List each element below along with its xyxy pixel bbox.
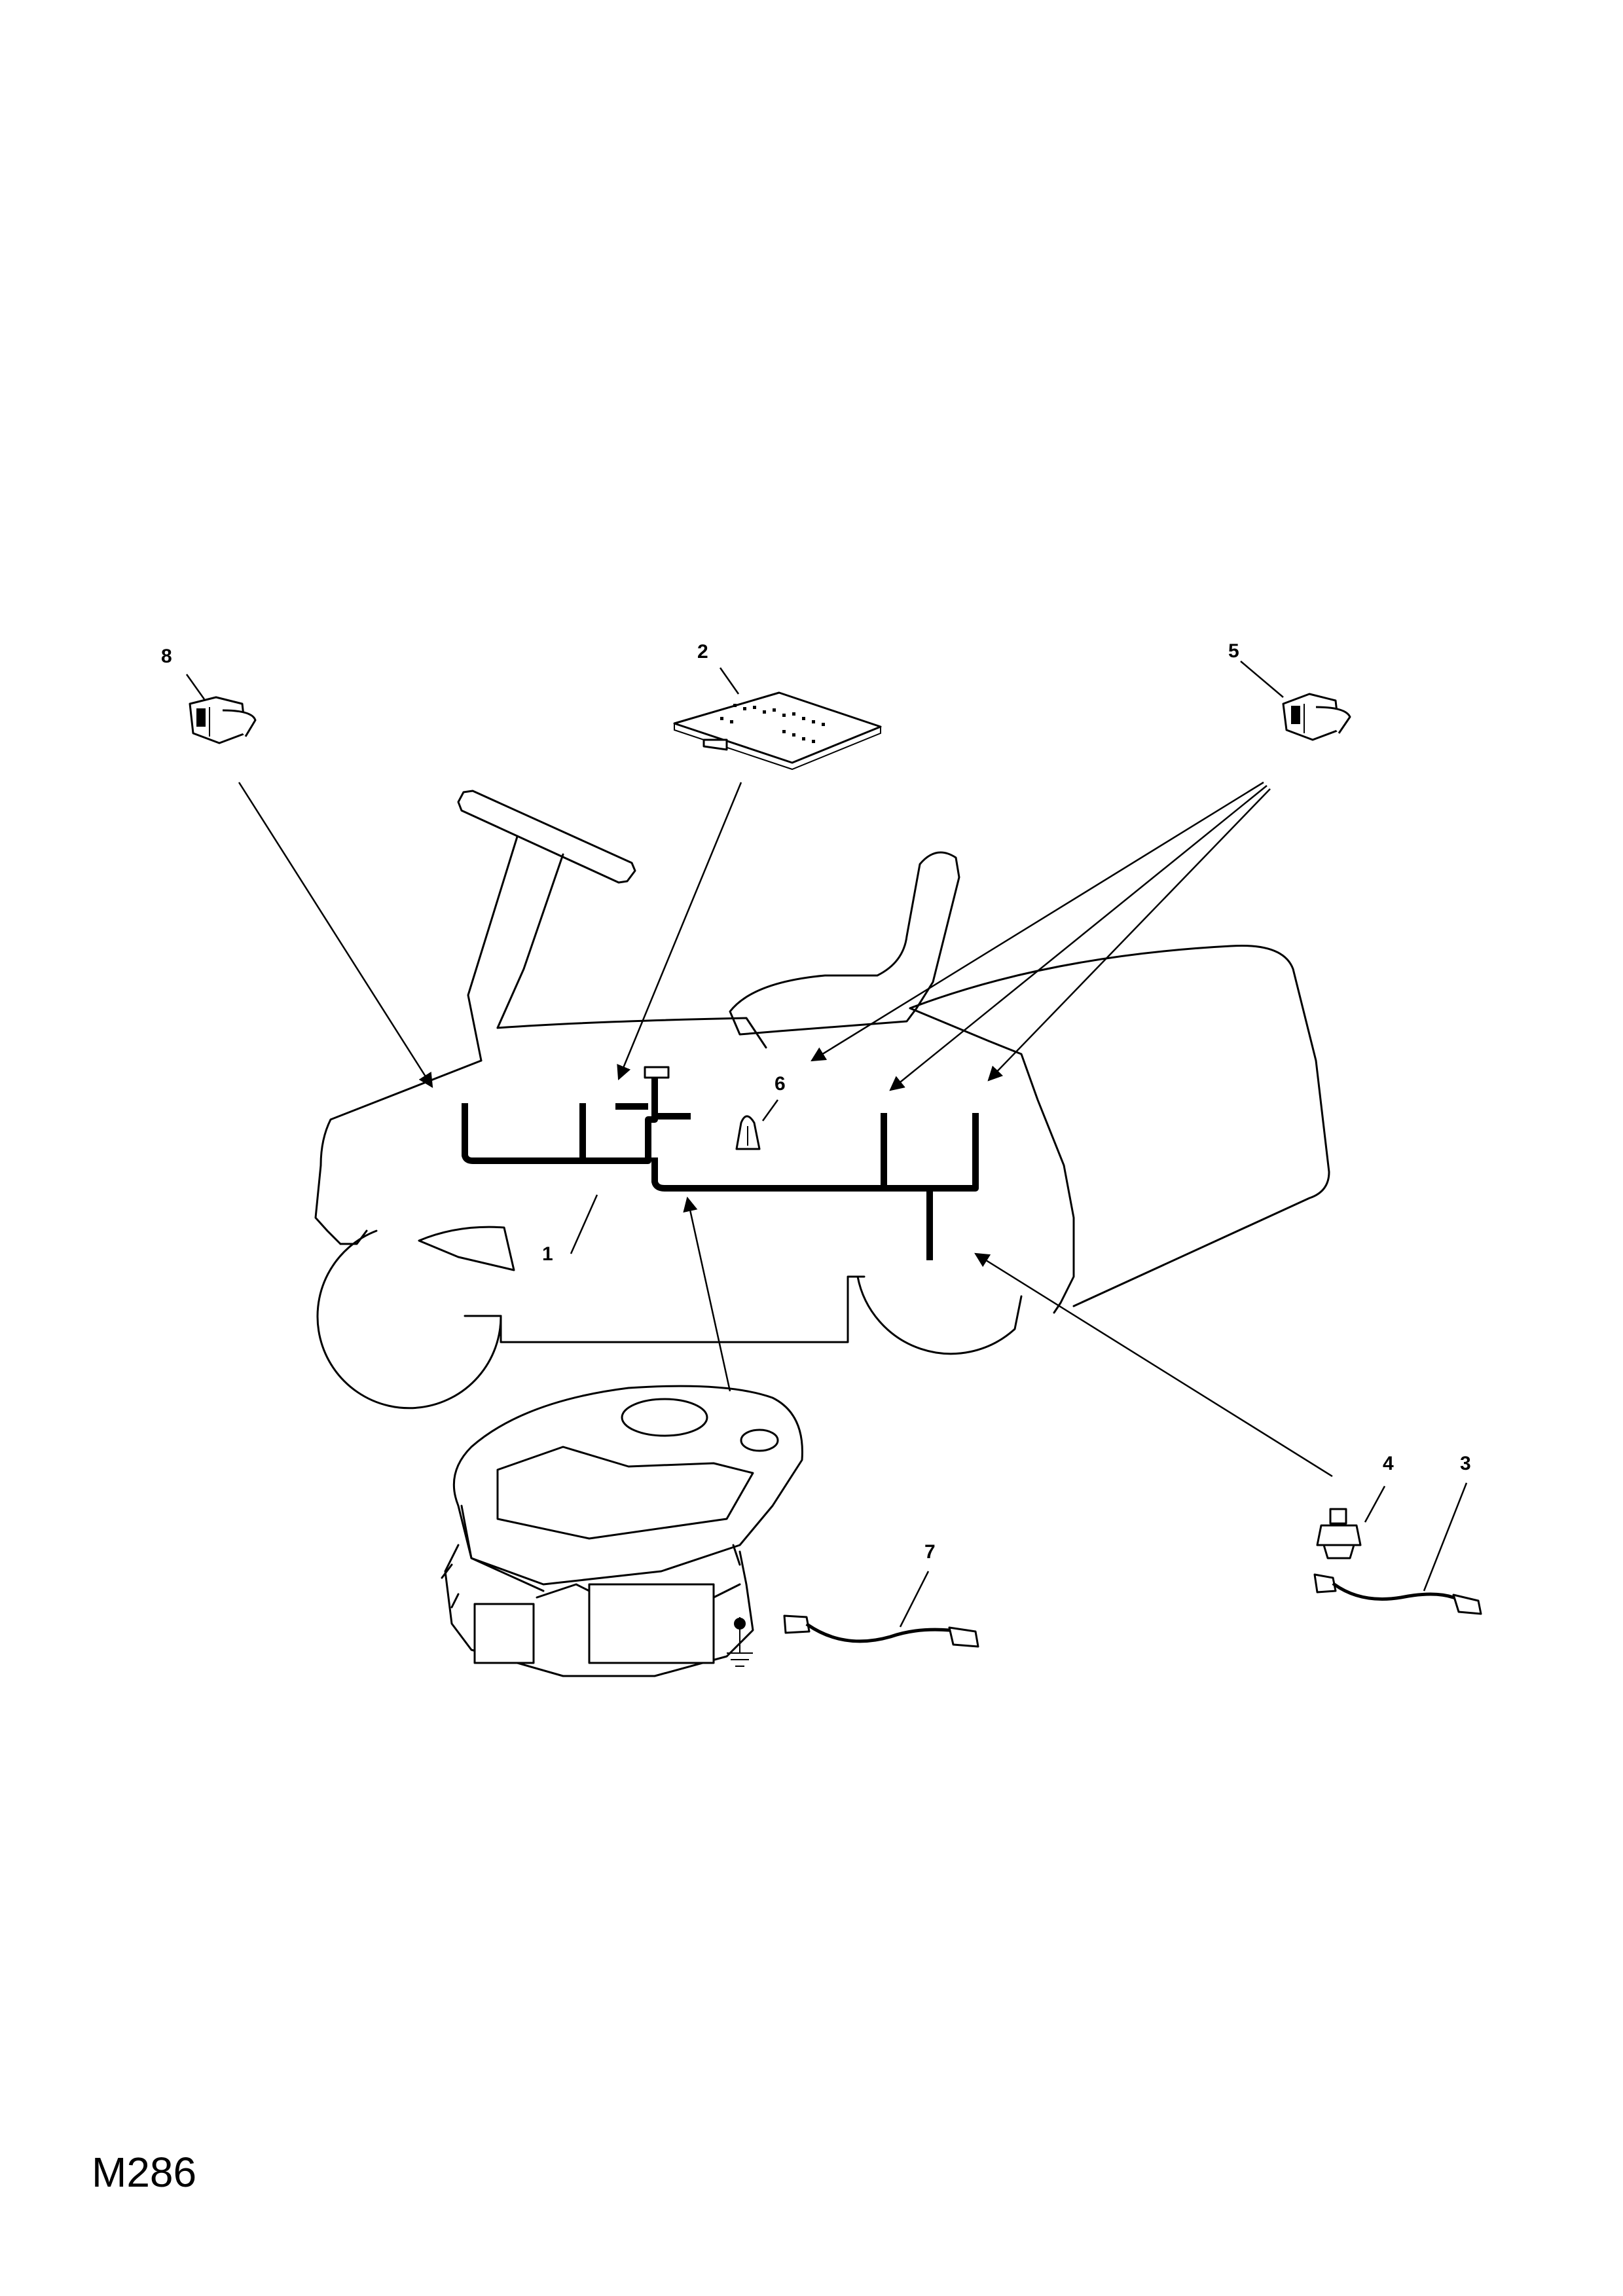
callout-7: 7 xyxy=(924,1541,936,1563)
oil-filter xyxy=(473,1603,535,1664)
wiring-harness xyxy=(462,1066,979,1260)
switch-part-5 xyxy=(1282,693,1351,741)
cable-part-3 xyxy=(1313,1573,1482,1615)
steering-column xyxy=(467,835,564,1062)
chassis xyxy=(464,1275,866,1343)
steering-wheel xyxy=(457,790,636,884)
callout-3: 3 xyxy=(1460,1453,1471,1474)
seat xyxy=(729,851,960,1036)
callout-labels: 8 2 5 6 1 4 3 7 xyxy=(161,640,1471,1563)
clip-part-6 xyxy=(735,1115,761,1150)
module-part-2 xyxy=(673,691,882,771)
rear-fender xyxy=(909,1007,1075,1314)
callout-8: 8 xyxy=(161,646,172,667)
engine-cover xyxy=(588,1583,715,1664)
sensor-part-4 xyxy=(1316,1508,1362,1559)
fuel-cap xyxy=(740,1429,779,1452)
front-fender xyxy=(339,1226,515,1271)
harness-connector xyxy=(644,1066,670,1079)
rear-wheel xyxy=(856,1275,1023,1355)
tractor-outline xyxy=(314,790,1330,1410)
callout-6: 6 xyxy=(775,1073,786,1095)
grass-collector xyxy=(909,944,1330,1307)
callout-2: 2 xyxy=(697,641,708,663)
engine xyxy=(441,1385,803,1677)
callout-4: 4 xyxy=(1383,1453,1394,1474)
air-cleaner xyxy=(621,1398,708,1437)
hood xyxy=(314,1017,767,1245)
leader-lines xyxy=(185,661,1468,1628)
drawing-code: M286 xyxy=(92,2149,196,2196)
front-wheel xyxy=(316,1230,502,1410)
callout-5: 5 xyxy=(1228,640,1239,662)
switch-part-8 xyxy=(189,696,257,744)
callout-1: 1 xyxy=(542,1243,553,1265)
cable-part-7 xyxy=(783,1614,979,1648)
